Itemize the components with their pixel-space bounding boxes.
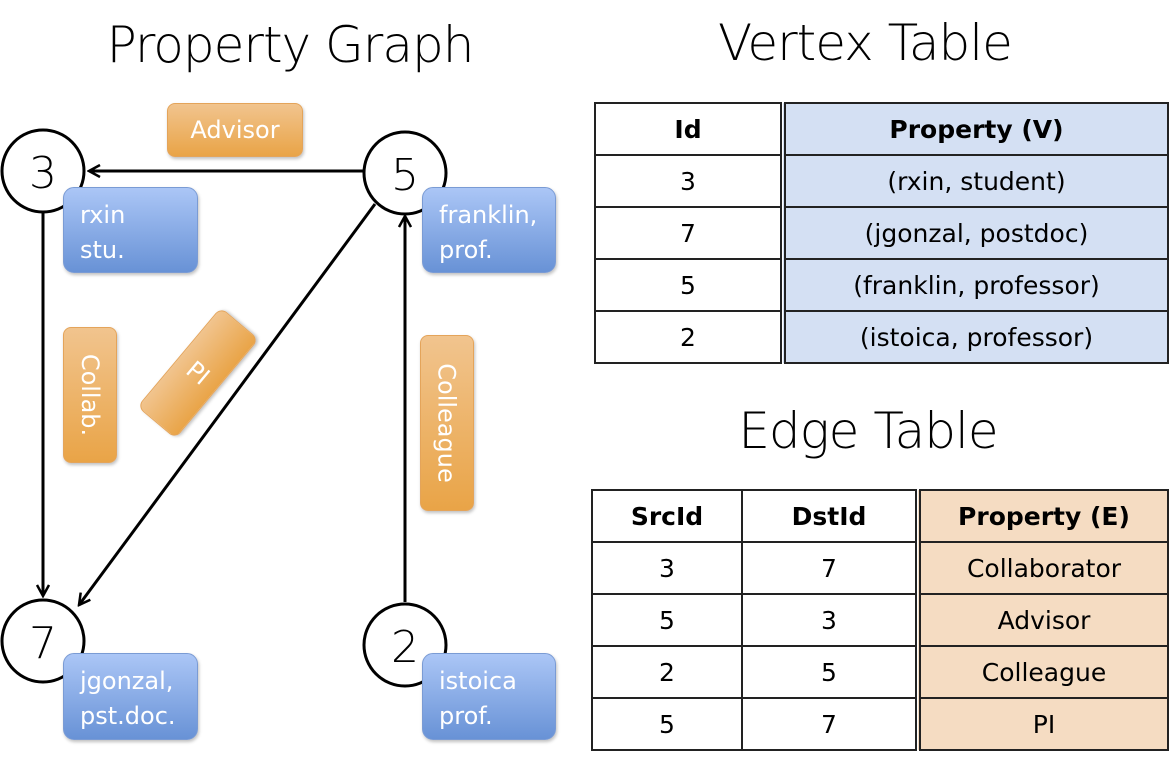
edge-label-text: Colleague (433, 363, 461, 483)
cell-dstid: 7 (741, 541, 921, 595)
table-row: 7(jgonzal, postdoc) (594, 206, 1169, 260)
svg-text:2: 2 (391, 622, 419, 673)
cell-property: (istoica, professor) (782, 310, 1169, 364)
vertex-3-property: rxin stu. (63, 187, 198, 273)
vertex-2-property: istoica prof. (422, 653, 556, 740)
header-property-e: Property (E) (917, 489, 1169, 543)
vertex-7-property: jgonzal, pst.doc. (63, 653, 198, 740)
header-property-v: Property (V) (782, 102, 1169, 156)
edge-label-colleague: Colleague (420, 335, 474, 511)
graph-title: Property Graph (106, 16, 475, 74)
table-row: 3(rxin, student) (594, 154, 1169, 208)
vertex-5-property: franklin, prof. (422, 187, 556, 273)
cell-property: Collaborator (917, 541, 1169, 595)
cell-dstid: 5 (741, 645, 921, 699)
property-line: rxin (80, 201, 126, 229)
edge-label-advisor: Advisor (167, 103, 303, 157)
edge-label-text: PI (180, 355, 216, 391)
cell-srcid: 5 (591, 593, 743, 647)
property-line: jgonzal, (80, 667, 174, 695)
svg-text:5: 5 (391, 150, 419, 201)
cell-id: 3 (594, 154, 786, 208)
table-row: 5(franklin, professor) (594, 258, 1169, 312)
edge-5-7 (79, 203, 377, 605)
cell-property: Colleague (917, 645, 1169, 699)
cell-id: 5 (594, 258, 786, 312)
vertex-table-title: Vertex Table (718, 14, 1013, 72)
header-dstid: DstId (741, 489, 921, 543)
cell-srcid: 5 (591, 697, 743, 751)
cell-srcid: 2 (591, 645, 743, 699)
edge-label-collab: Collab. (63, 327, 117, 463)
cell-dstid: 7 (741, 697, 921, 751)
header-id: Id (594, 102, 786, 156)
cell-property: Advisor (917, 593, 1169, 647)
cell-dstid: 3 (741, 593, 921, 647)
property-line: stu. (80, 236, 125, 264)
property-line: prof. (439, 236, 493, 264)
table-row: 2(istoica, professor) (594, 310, 1169, 364)
cell-property: (franklin, professor) (782, 258, 1169, 312)
cell-srcid: 3 (591, 541, 743, 595)
cell-property: PI (917, 697, 1169, 751)
property-line: prof. (439, 702, 493, 730)
cell-property: (rxin, student) (782, 154, 1169, 208)
property-line: istoica (439, 667, 517, 695)
table-header-row: Id Property (V) (594, 102, 1169, 156)
cell-id: 2 (594, 310, 786, 364)
table-header-row: SrcId DstId Property (E) (591, 489, 1169, 543)
property-line: franklin, (439, 201, 538, 229)
vertex-table: Id Property (V) 3(rxin, student) 7(jgonz… (594, 102, 1169, 364)
header-srcid: SrcId (591, 489, 743, 543)
edge-table-title: Edge Table (738, 402, 998, 460)
property-line: pst.doc. (80, 702, 176, 730)
cell-property: (jgonzal, postdoc) (782, 206, 1169, 260)
svg-text:7: 7 (29, 618, 57, 669)
cell-id: 7 (594, 206, 786, 260)
svg-text:3: 3 (29, 148, 57, 199)
edge-label-text: Collab. (76, 353, 105, 437)
